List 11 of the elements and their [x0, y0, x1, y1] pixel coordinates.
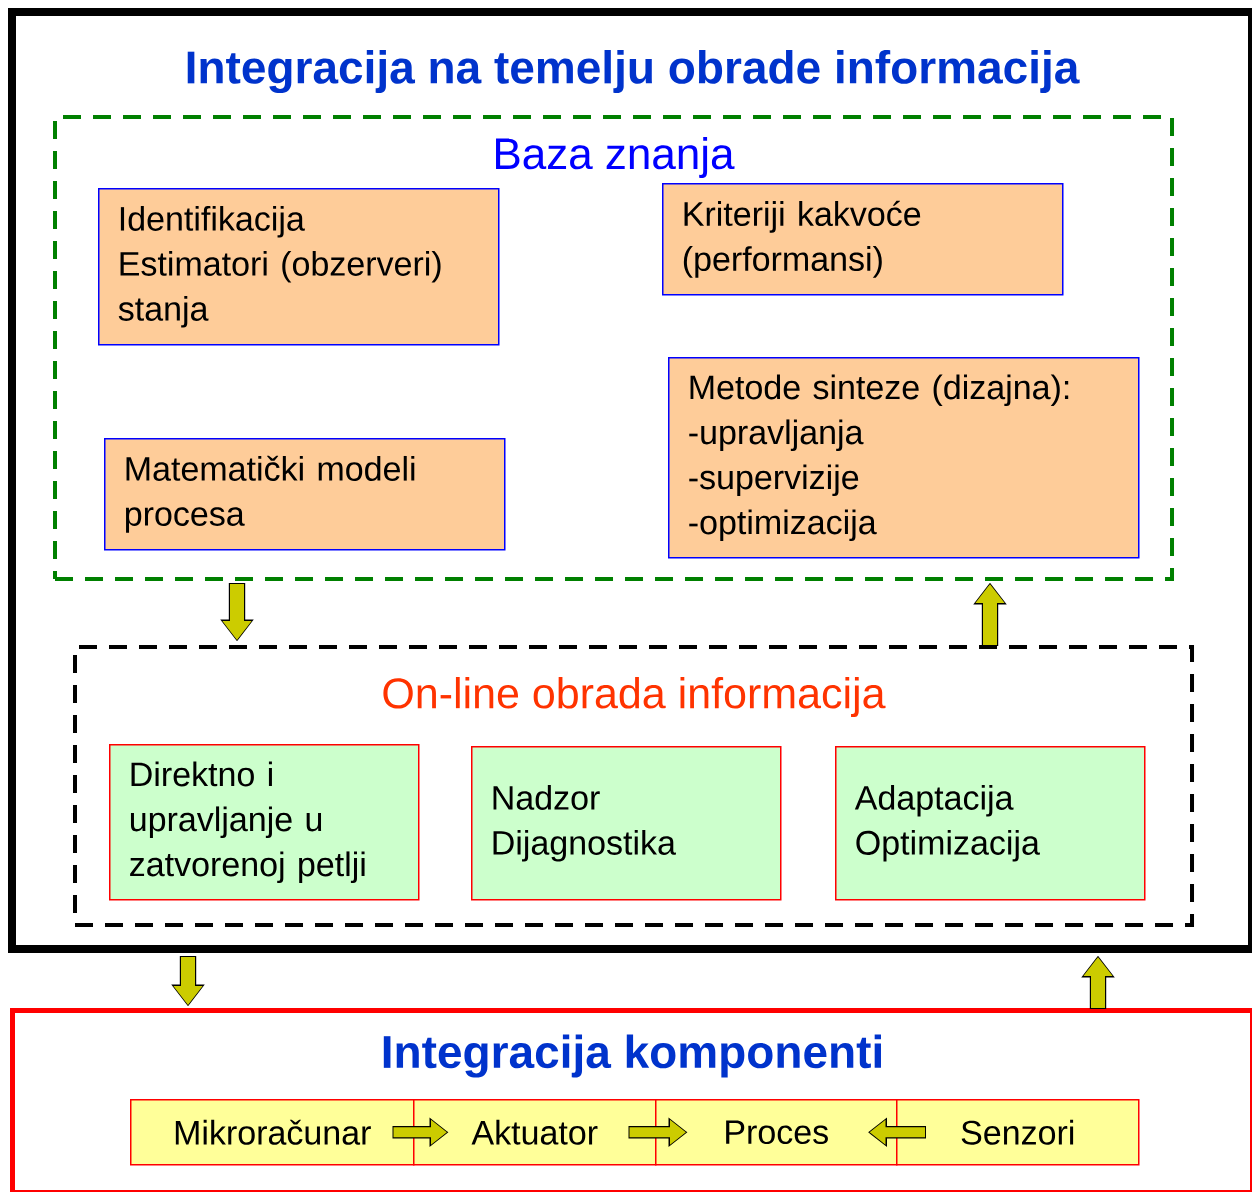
- knowledge-box: Identifikacija Estimatori (obzerveri) stanja: [98, 188, 500, 346]
- component-cell: Proces: [655, 1099, 898, 1166]
- processing-box: Direktno i upravljanje u zatvorenoj petlji: [109, 744, 420, 901]
- knowledge-box: Matematički modeli procesa: [104, 438, 506, 551]
- knowledge-box: Kriteriji kakvoće (performansi): [662, 183, 1064, 296]
- knowledge-box: Metode sinteze (dizajna): -upravljanja -supervizije -optimizacija: [668, 357, 1140, 559]
- processing-box: Nadzor Dijagnostika: [471, 746, 782, 901]
- component-cell: Aktuator: [413, 1099, 657, 1166]
- component-cell: Senzori: [896, 1099, 1140, 1166]
- processing-box: Adaptacija Optimizacija: [835, 746, 1146, 901]
- component-cell: Mikroračunar: [130, 1099, 415, 1166]
